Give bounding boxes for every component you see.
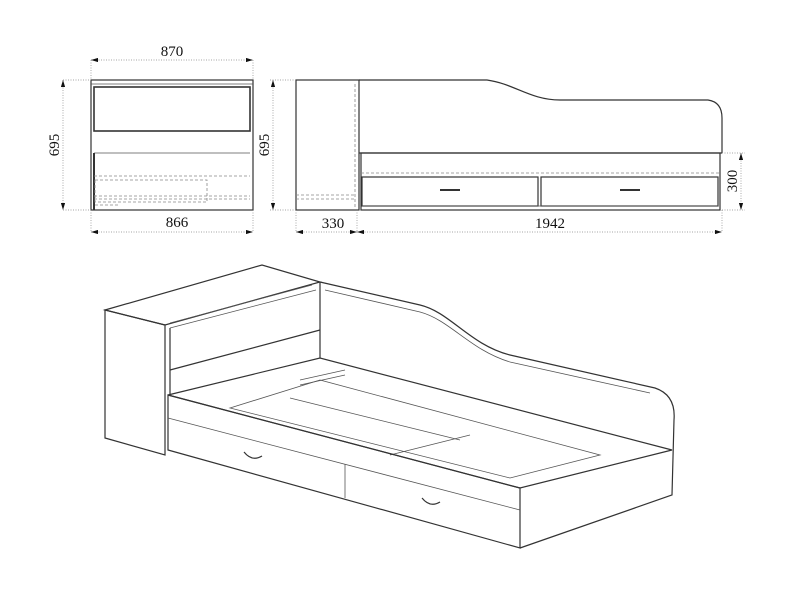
dim-330: 330 bbox=[322, 216, 345, 232]
side-view: 695 330 1942 300 bbox=[257, 79, 745, 235]
drawer-handle-icon bbox=[421, 497, 441, 505]
dim-866: 866 bbox=[166, 215, 189, 231]
dim-695-side: 695 bbox=[257, 134, 273, 157]
dim-695-front: 695 bbox=[47, 134, 63, 157]
drawer-handle-icon bbox=[243, 451, 263, 459]
dim-1942: 1942 bbox=[535, 216, 565, 232]
dim-300: 300 bbox=[725, 170, 741, 193]
front-view: 870 695 866 bbox=[47, 44, 254, 235]
isometric-view bbox=[102, 264, 675, 549]
dim-870: 870 bbox=[161, 44, 184, 60]
